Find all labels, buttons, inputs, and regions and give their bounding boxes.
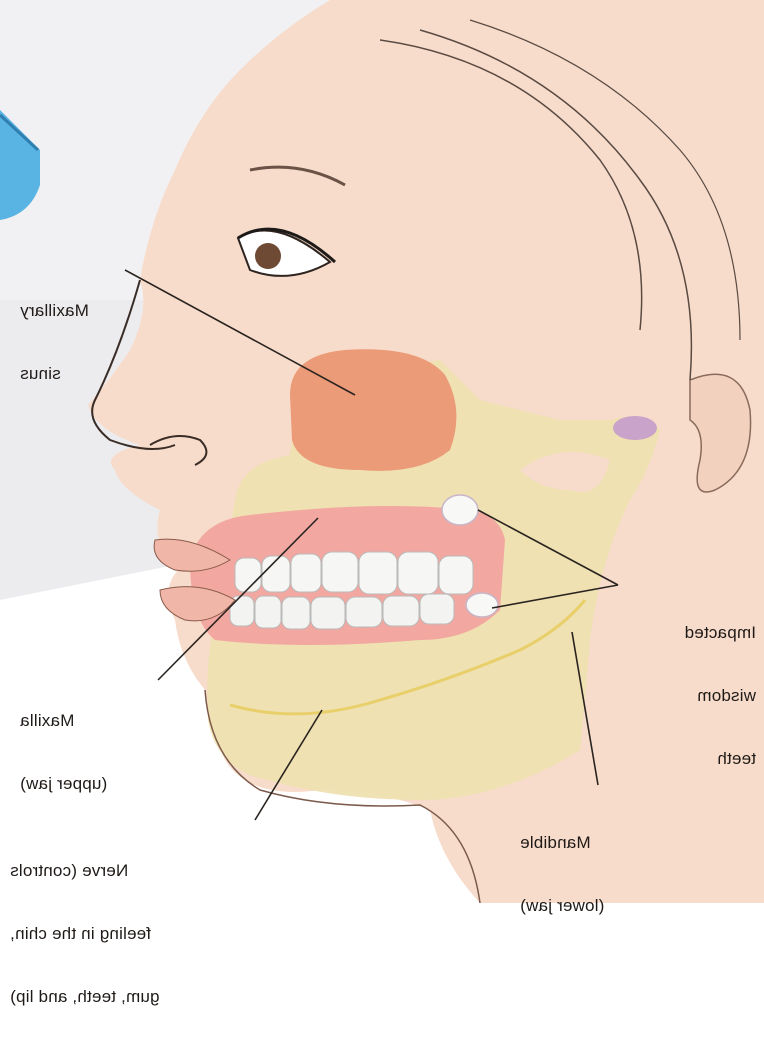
impacted-wisdom-tooth-upper bbox=[442, 495, 478, 525]
impacted-wisdom-teeth-label: Impacted wisdom teeth bbox=[628, 580, 756, 811]
nerve-label-line3: gum, teeth, and lip) bbox=[10, 986, 250, 1007]
mandible-label-line1: Mandible bbox=[520, 832, 650, 853]
maxilla-label-line1: Maxilla bbox=[20, 710, 150, 731]
upper-teeth bbox=[235, 552, 473, 594]
eye-iris bbox=[255, 243, 281, 269]
nerve-label-line1: Nerve (controls bbox=[10, 860, 250, 881]
mandible-label: Mandible (lower jaw) bbox=[520, 790, 650, 958]
maxillary-sinus-label: Maxillary sinus bbox=[20, 258, 120, 426]
maxillary-sinus-label-line1: Maxillary bbox=[20, 300, 120, 321]
maxilla-label: Maxilla (upper jaw) bbox=[20, 668, 150, 836]
impacted-label-line2: wisdom bbox=[628, 685, 756, 706]
nerve-label: Nerve (controls feeling in the chin, gum… bbox=[10, 818, 250, 1049]
maxillary-sinus-label-line2: sinus bbox=[20, 363, 120, 384]
nerve-label-line2: feeling in the chin, bbox=[10, 923, 250, 944]
impacted-wisdom-tooth-lower bbox=[466, 593, 498, 617]
maxillary-sinus bbox=[290, 349, 456, 471]
impacted-label-line3: teeth bbox=[628, 748, 756, 769]
maxilla-label-line2: (upper jaw) bbox=[20, 773, 150, 794]
jaw-anatomy-diagram: Maxillary sinus Maxilla (upper jaw) Impa… bbox=[0, 0, 764, 903]
impacted-label-line1: Impacted bbox=[628, 622, 756, 643]
tmj-joint bbox=[613, 416, 657, 440]
mandible-label-line2: (lower jaw) bbox=[520, 895, 650, 916]
